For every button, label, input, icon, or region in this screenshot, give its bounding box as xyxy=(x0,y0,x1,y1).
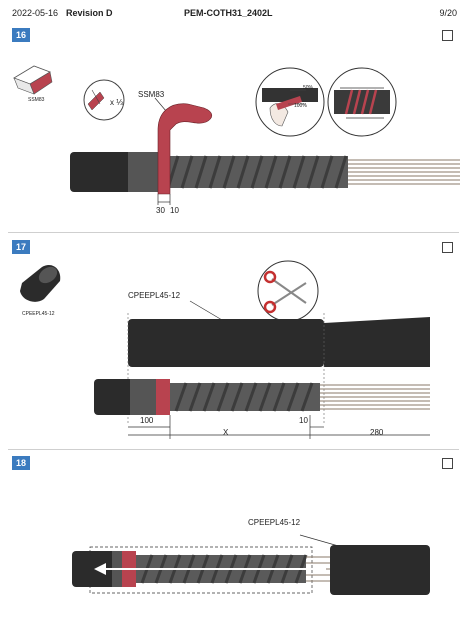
page-header: 2022-05-16 Revision D PEM-COTH31_2402L 9… xyxy=(0,6,467,22)
sleeve-icon xyxy=(20,264,61,302)
detail-label-50: 50% xyxy=(303,85,314,91)
step-16-part-label: SSM83 xyxy=(28,97,45,103)
step-17-checkbox[interactable] xyxy=(442,242,453,253)
step-17-illustration xyxy=(20,260,430,439)
step-18-checkbox[interactable] xyxy=(442,458,453,469)
header-revision: Revision D xyxy=(66,8,113,18)
section-divider xyxy=(8,232,459,233)
header-page-number: 9/20 xyxy=(439,8,457,18)
dimension-100: 100 xyxy=(140,416,154,425)
dimension-10: 10 xyxy=(299,416,308,425)
step-16-multiplier: x ⅓ xyxy=(110,98,123,107)
step-16-callout: SSM83 xyxy=(138,90,165,99)
red-tape-band xyxy=(156,379,170,415)
step-16-badge: 16 xyxy=(12,28,30,42)
step-16-checkbox[interactable] xyxy=(442,30,453,41)
header-date: 2022-05-16 xyxy=(12,8,59,18)
section-divider-2 xyxy=(8,449,459,450)
detail-circle-2 xyxy=(327,67,397,137)
dimension-x: X xyxy=(223,428,229,437)
step-16-dimension: 30 xyxy=(156,206,165,215)
step-17-callout: CPEEPL45-12 xyxy=(128,291,181,300)
sleeve-to-slide xyxy=(330,545,430,595)
sleeve-cut-piece xyxy=(128,319,324,367)
step-16-dimension-2: 10 xyxy=(170,206,179,215)
detail-circle-1 xyxy=(255,67,325,137)
sleeve-remainder xyxy=(324,317,430,367)
step-17-badge: 17 xyxy=(12,240,30,254)
step-18-callout: CPEEPL45-12 xyxy=(248,518,301,527)
tape-roll-icon xyxy=(13,65,53,95)
header-document-id: PEM-COTH31_2402L xyxy=(184,8,273,18)
red-tape xyxy=(157,103,213,195)
step-17-part-label: CPEEPL45-12 xyxy=(22,311,55,317)
detail-label-100: 100% xyxy=(294,103,307,109)
step-16-illustration xyxy=(13,65,460,205)
step-18-badge: 18 xyxy=(12,456,30,470)
step-18-illustration xyxy=(72,534,430,595)
dimension-280: 280 xyxy=(370,428,384,437)
scissors-icon xyxy=(257,260,319,322)
cut-third-icon xyxy=(83,79,125,121)
